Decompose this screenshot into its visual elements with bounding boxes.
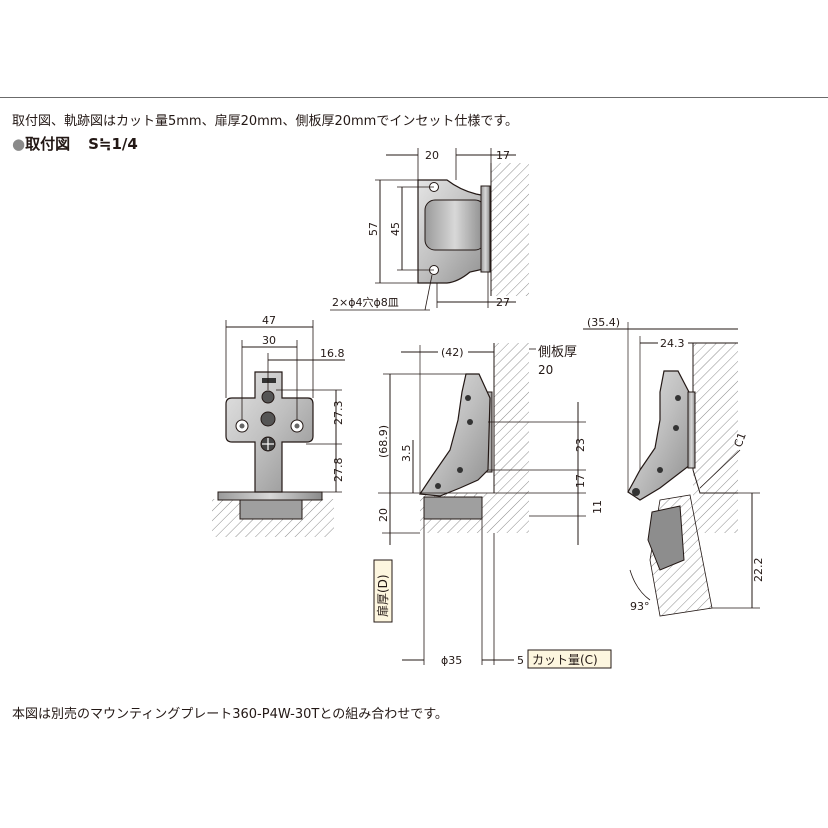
dim-traj-22-2: 22.2 (752, 558, 765, 583)
top-view-panel (491, 163, 529, 296)
dim-side-cup-35: ϕ35 (441, 654, 462, 667)
bullet-dot: ● (12, 135, 26, 153)
dim-top-20: 20 (425, 149, 439, 162)
front-view-flange (217, 491, 323, 501)
angle-label: 93° (630, 600, 650, 613)
front-view-arm (225, 371, 314, 493)
footer-note: 本図は別売のマウンティングプレート360-P4W-30Tとの組み合わせです。 (12, 707, 448, 722)
chamfer-label: C1 (732, 431, 749, 449)
trajectory-view: (35.4) 24.3 C1 22.2 93° (583, 316, 765, 617)
side-cup-section (423, 496, 483, 520)
dim-side-68-9: (68.9) (377, 425, 390, 458)
traj-cup-section (647, 505, 685, 571)
dim-front-30: 30 (262, 334, 276, 347)
side-panel-value: 20 (538, 363, 553, 377)
hole-note: 2×ϕ4穴ϕ8皿 (332, 295, 399, 309)
dim-side-42: (42) (441, 346, 464, 359)
traj-hinge-arm (627, 370, 691, 501)
side-panel-label: 側板厚 (538, 345, 577, 360)
dim-top-45: 45 (389, 222, 402, 236)
dim-traj-24-3: 24.3 (660, 337, 685, 350)
top-divider-line (0, 97, 828, 98)
front-view: 47 30 16.8 27.3 27.8 (212, 314, 345, 537)
side-panel-section (494, 343, 529, 493)
dim-front-27-8: 27.8 (332, 458, 345, 483)
section-heading: ●取付図 S≒1/4 (12, 133, 138, 154)
dim-side-cut-5: 5 (517, 654, 524, 667)
door-thickness-box (373, 559, 393, 623)
front-view-cup (239, 498, 303, 520)
dim-front-47: 47 (262, 314, 276, 327)
dim-top-57: 57 (367, 222, 380, 236)
door-thickness-label: 扉厚(D) (376, 574, 390, 617)
dim-top-27: 27 (496, 296, 510, 309)
dim-top-17: 17 (496, 149, 510, 162)
dim-side-11: 11 (591, 500, 604, 514)
dim-front-27-3: 27.3 (332, 401, 345, 426)
dim-side-20: 20 (377, 508, 390, 522)
side-hinge-arm (418, 373, 491, 497)
top-view: 20 17 57 45 2×ϕ4穴ϕ8皿 27 (330, 148, 529, 311)
front-screw-2-icon (260, 411, 276, 427)
front-screw-1-icon (261, 390, 275, 404)
top-view-plate (480, 185, 491, 273)
dim-side-3-5: 3.5 (400, 445, 413, 463)
dim-side-23: 23 (574, 438, 587, 452)
intro-text: 取付図、軌跡図はカット量5mm、扉厚20mm、側板厚20mmでインセット仕様です… (12, 114, 519, 129)
dim-side-17: 17 (574, 474, 587, 488)
dim-traj-35-4: (35.4) (587, 316, 620, 329)
section-title: 取付図 (25, 135, 71, 153)
top-view-cup (424, 199, 486, 251)
dim-front-16-8: 16.8 (320, 347, 345, 360)
cut-amount-box (527, 649, 612, 669)
side-view: (42) 側板厚 20 (68.9) 3.5 23 17 11 20 扉厚(D)… (373, 343, 612, 669)
cut-amount-label: カット量(C) (532, 653, 598, 667)
traj-panel-section (693, 343, 738, 493)
scale-label: S≒1/4 (88, 135, 138, 153)
